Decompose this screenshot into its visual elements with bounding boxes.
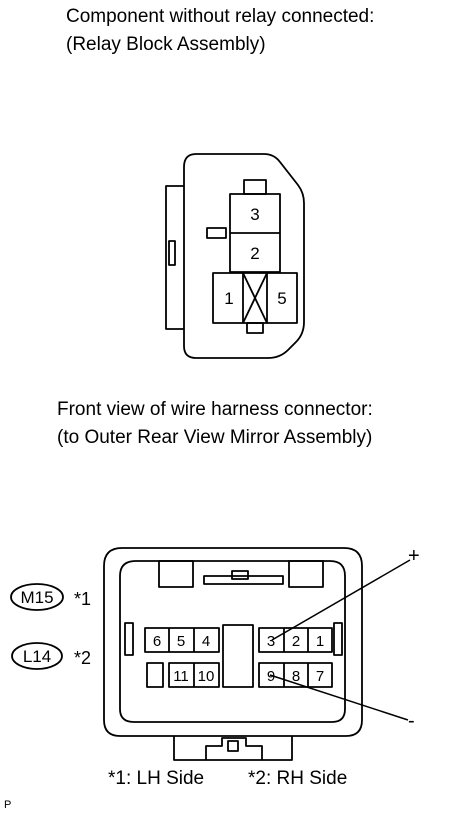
harness-connector bbox=[103, 547, 363, 761]
connector-ref-1: *1 bbox=[74, 589, 91, 609]
harness-pin-3: 3 bbox=[267, 633, 275, 650]
relay-pin-2: 2 bbox=[250, 244, 259, 263]
connector-code-m15: M15 bbox=[20, 588, 53, 607]
harness-pin-6: 6 bbox=[153, 633, 161, 650]
connector-code-l14: L14 bbox=[23, 647, 51, 666]
harness-title-line2: (to Outer Rear View Mirror Assembly) bbox=[57, 427, 373, 448]
relay-title-line1: Component without relay connected: bbox=[66, 6, 375, 27]
minus-probe-line bbox=[269, 674, 409, 721]
relay-pin-1: 1 bbox=[224, 289, 233, 308]
relay-pin-3: 3 bbox=[250, 205, 259, 224]
connector-code-oval-m15 bbox=[10, 583, 64, 611]
footnote-rh-side: *2: RH Side bbox=[248, 768, 347, 789]
relay-pin-5: 5 bbox=[277, 289, 286, 308]
footnote-lh-side: *1: LH Side bbox=[108, 768, 204, 789]
relay-title-line2: (Relay Block Assembly) bbox=[66, 34, 266, 55]
harness-pin-9: 9 bbox=[267, 668, 275, 685]
minus-label: - bbox=[408, 710, 415, 732]
harness-pin-7: 7 bbox=[316, 668, 324, 685]
corner-label: P bbox=[4, 799, 11, 811]
connector-code-oval-l14 bbox=[11, 642, 63, 670]
connector-ref-2: *2 bbox=[74, 648, 91, 668]
harness-pin-1: 1 bbox=[316, 633, 324, 650]
harness-pin-11: 11 bbox=[173, 668, 189, 685]
plus-probe-line bbox=[271, 559, 411, 641]
harness-pin-8: 8 bbox=[292, 668, 300, 685]
harness-pin-4: 4 bbox=[202, 633, 210, 650]
harness-pin-5: 5 bbox=[177, 633, 185, 650]
harness-pin-2: 2 bbox=[292, 633, 300, 650]
harness-pin-10: 10 bbox=[198, 668, 215, 685]
harness-title-line1: Front view of wire harness connector: bbox=[57, 399, 373, 420]
relay-connector bbox=[165, 153, 305, 359]
plus-label: + bbox=[408, 545, 420, 567]
